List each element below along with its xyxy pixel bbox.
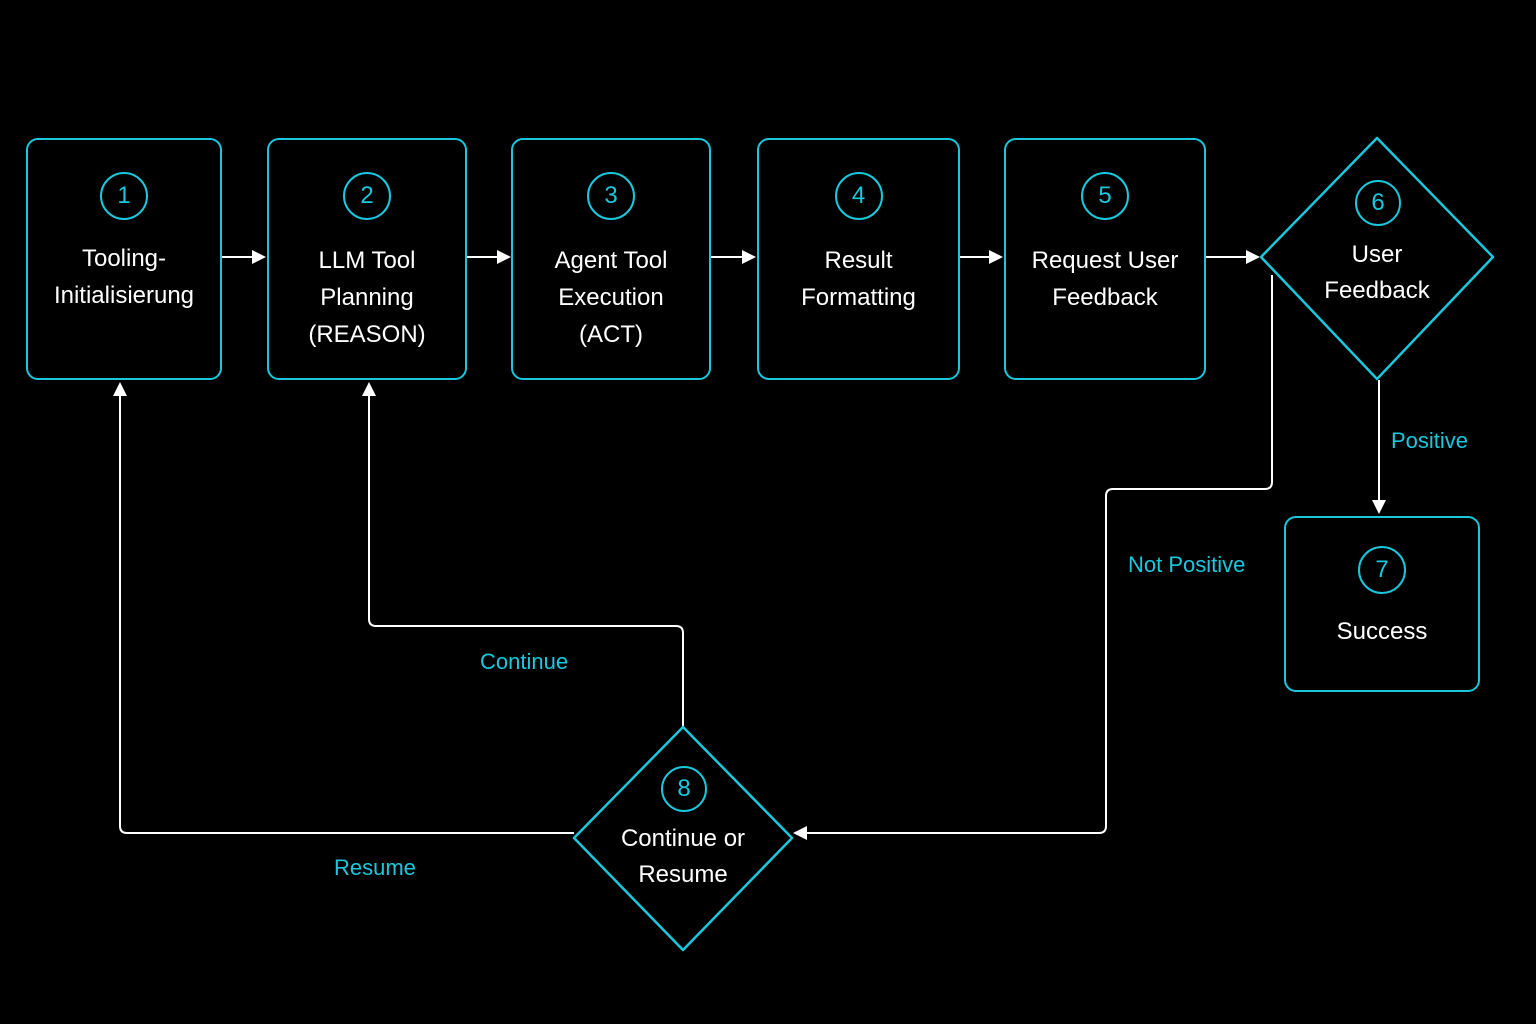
decision-diamond-6	[1259, 136, 1495, 381]
step-2-label: LLM Tool Planning (REASON)	[308, 247, 426, 348]
step-2-box: 2 LLM Tool Planning (REASON)	[267, 138, 467, 380]
step-3-number: 3	[587, 172, 635, 220]
edge-label-resume: Resume	[334, 855, 416, 880]
step-8-number: 8	[661, 766, 707, 812]
step-1-label: Tooling- Initialisierung	[53, 245, 195, 309]
edge-label-not-positive: Not Positive	[1128, 552, 1246, 577]
step-3-box: 3 Agent Tool Execution (ACT)	[511, 138, 711, 380]
step-6-number: 6	[1355, 180, 1401, 226]
step-8-label: Continue or Resume	[620, 825, 746, 888]
connector-6-to-8	[793, 275, 1273, 840]
step-7-number: 7	[1358, 546, 1406, 594]
step-3-label: Agent Tool Execution (ACT)	[554, 247, 668, 348]
step-5-box: 5 Request User Feedback	[1004, 138, 1206, 380]
step-4-number: 4	[834, 172, 883, 220]
step-1-box: 1 Tooling- Initialisierung	[26, 138, 222, 380]
step-4-box: 4 Result Formatting	[757, 138, 960, 380]
step-5-label: Request User Feedback	[1031, 247, 1179, 311]
step-4-label: Result Formatting	[801, 247, 916, 311]
edge-label-positive: Positive	[1391, 428, 1469, 453]
edge-label-continue: Continue	[480, 649, 569, 674]
connector-8-to-1	[113, 382, 574, 834]
step-6-label: User Feedback	[1324, 241, 1430, 304]
step-5-number: 5	[1081, 172, 1129, 220]
step-7-box: 7 Success	[1284, 516, 1480, 692]
step-1-number: 1	[100, 172, 148, 220]
step-2-number: 2	[343, 172, 391, 220]
step-7-label: Success	[1336, 618, 1428, 645]
decision-diamond-8	[572, 725, 794, 952]
connector-8-to-2	[362, 382, 684, 727]
